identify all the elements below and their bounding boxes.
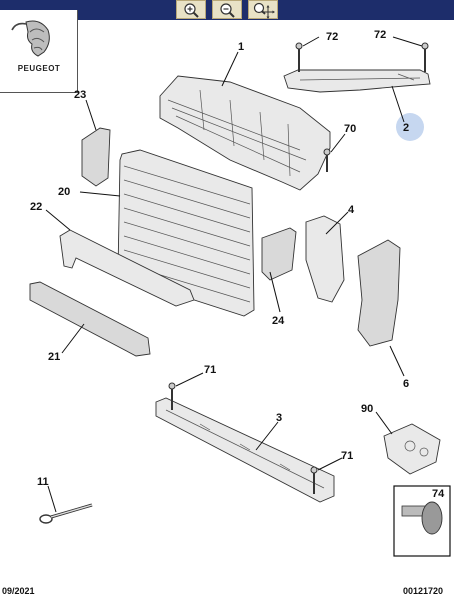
part-side-deflector[interactable] (357, 239, 401, 347)
part-upper-crossmember[interactable] (159, 75, 331, 191)
part-lower-frame[interactable] (59, 229, 195, 307)
part-deflector-center[interactable] (261, 227, 297, 281)
screw-71-b (310, 466, 318, 494)
callout-2[interactable]: 2 (403, 122, 409, 134)
callout-72-b[interactable]: 72 (374, 29, 386, 41)
brand-name: PEUGEOT (17, 64, 61, 73)
callout-11[interactable]: 11 (37, 476, 49, 488)
zoom-in-icon (184, 3, 199, 18)
callout-71-a[interactable]: 71 (204, 364, 216, 376)
zoom-in-button[interactable] (176, 0, 206, 19)
callout-1[interactable]: 1 (238, 41, 244, 53)
callout-70[interactable]: 70 (344, 123, 356, 135)
callout-6[interactable]: 6 (403, 378, 409, 390)
callout-72-a[interactable]: 72 (326, 31, 338, 43)
callout-21[interactable]: 21 (48, 351, 60, 363)
callout-3[interactable]: 3 (276, 412, 282, 424)
lion-emblem-icon (11, 20, 50, 57)
callout-22[interactable]: 22 (30, 201, 42, 213)
brand-logo: PEUGEOT (0, 10, 78, 93)
leader-lines (45, 36, 423, 513)
callout-20[interactable]: 20 (58, 186, 70, 198)
zoom-pan-icon (253, 2, 275, 19)
callout-90[interactable]: 90 (361, 403, 373, 415)
callout-24[interactable]: 24 (272, 315, 285, 327)
selected-callout-highlight (396, 113, 424, 141)
part-deflector-left[interactable] (81, 127, 111, 187)
part-clip-kit[interactable] (383, 423, 441, 475)
callout-74[interactable]: 74 (432, 488, 445, 500)
part-tow-eye[interactable] (39, 503, 93, 524)
diagram-reference: 00121720 (403, 586, 444, 596)
screw-72-b (421, 42, 429, 72)
part-lower-crossmember[interactable] (155, 397, 335, 503)
screw-72-a (295, 42, 303, 72)
zoom-pan-button[interactable] (248, 0, 278, 19)
zoom-out-button[interactable] (212, 0, 242, 19)
zoom-out-icon (220, 3, 235, 18)
part-top-bracket[interactable] (283, 69, 431, 93)
part-bolt-box[interactable] (393, 485, 451, 557)
part-lower-grille-seal[interactable] (29, 281, 151, 357)
screw-71-a (168, 382, 176, 410)
diagram-date: 09/2021 (2, 586, 35, 596)
part-side-bracket[interactable] (305, 215, 345, 303)
callout-4[interactable]: 4 (348, 204, 355, 216)
callout-23[interactable]: 23 (74, 89, 86, 101)
callout-71-b[interactable]: 71 (341, 450, 353, 462)
screw-70 (323, 148, 331, 172)
